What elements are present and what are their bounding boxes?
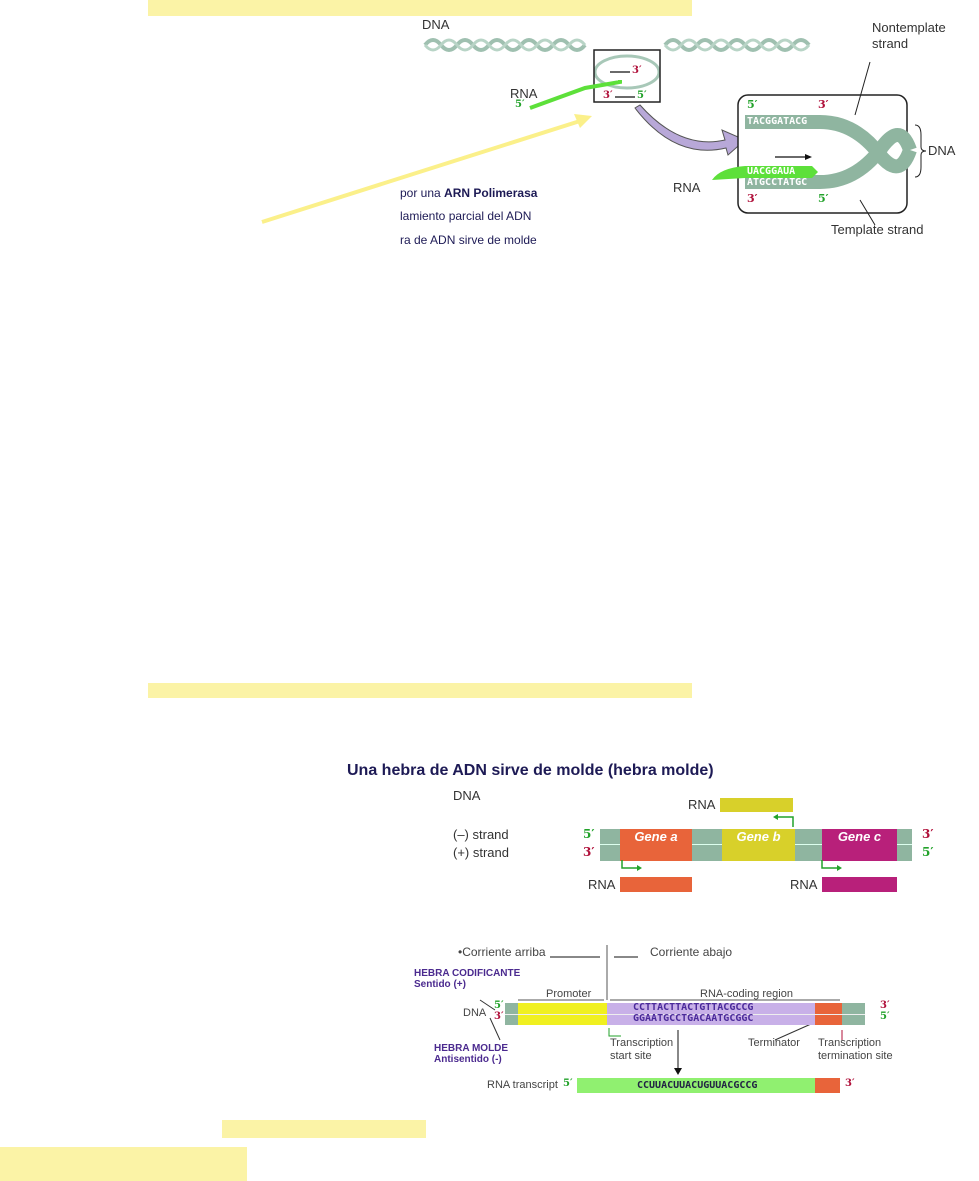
highlight-bar bbox=[148, 0, 692, 16]
five-prime-label: 5′ bbox=[747, 98, 758, 111]
dna-bar: Gene a Gene b Gene c bbox=[600, 828, 912, 861]
zoom-box bbox=[593, 49, 661, 103]
dna-brace-label: DNA bbox=[928, 143, 956, 158]
three-prime-label: 3′ bbox=[632, 65, 642, 76]
dna-label: DNA bbox=[422, 17, 450, 32]
coding-region-label: RNA-coding region bbox=[700, 988, 793, 1000]
curved-arrow bbox=[634, 104, 746, 156]
rna-gene-a bbox=[620, 877, 692, 892]
template-strand-label: Template strand bbox=[831, 222, 924, 237]
yellow-pointer-arrow bbox=[261, 119, 581, 224]
template-strand-label: HEBRA MOLDE bbox=[434, 1043, 509, 1054]
five-prime-label: 5′ bbox=[515, 99, 525, 110]
dna-bar bbox=[505, 1003, 865, 1025]
rna-label: RNA bbox=[688, 797, 716, 812]
coding-strand-label: HEBRA CODIFICANTE bbox=[414, 968, 521, 979]
three-prime-label: 3′ bbox=[922, 827, 934, 841]
rna-gene-c bbox=[822, 877, 897, 892]
five-prime-label: 5′ bbox=[583, 827, 595, 841]
dna-label: DNA bbox=[453, 788, 481, 803]
transcription-bubble-diagram bbox=[261, 38, 927, 226]
highlight-bar bbox=[222, 1120, 426, 1138]
promoter-label: Promoter bbox=[546, 988, 592, 1000]
gene-c: Gene c bbox=[822, 829, 897, 861]
rna-label: RNA bbox=[588, 877, 616, 892]
three-prime-label: 3′ bbox=[818, 98, 829, 111]
slide-text-line: por una ARN Polimerasa bbox=[400, 186, 538, 200]
three-prime-label: 3′ bbox=[583, 845, 595, 859]
highlight-bar bbox=[0, 1147, 247, 1181]
five-prime-label: 5′ bbox=[818, 192, 829, 205]
termination-site-label: termination site bbox=[818, 1050, 893, 1062]
five-prime-label: 5′ bbox=[563, 1078, 573, 1089]
slide-text-line: ra de ADN sirve de molde bbox=[400, 233, 537, 247]
plus-strand-label: (+) strand bbox=[453, 845, 509, 860]
five-prime-label: 5′ bbox=[880, 1011, 890, 1022]
three-prime-label: 3′ bbox=[747, 192, 758, 205]
template-sequence: GGAATGCCTGACAATGCGGC bbox=[633, 1013, 754, 1024]
template-sense-label: Antisentido (-) bbox=[434, 1054, 502, 1065]
rna-label: RNA bbox=[790, 877, 818, 892]
termination-site-label: Transcription bbox=[818, 1037, 882, 1049]
three-prime-label: 3′ bbox=[880, 1000, 890, 1011]
rna-label: RNA bbox=[510, 86, 538, 101]
upstream-label: •Corriente arriba bbox=[458, 945, 546, 959]
gene-b: Gene b bbox=[722, 829, 795, 861]
slide-text-line: lamiento parcial del ADN bbox=[400, 209, 532, 223]
coding-sense-label: Sentido (+) bbox=[414, 979, 466, 990]
start-site-label: start site bbox=[610, 1050, 652, 1062]
three-prime-label: 3′ bbox=[845, 1078, 855, 1089]
rna-gene-b bbox=[720, 798, 793, 812]
dna-label: DNA bbox=[463, 1007, 487, 1019]
nontemplate-strand-label: Nontemplate strand bbox=[872, 20, 946, 51]
rna-terminator-bar bbox=[815, 1078, 840, 1093]
five-prime-label: 5′ bbox=[922, 845, 934, 859]
rna-transcript-label: RNA transcript bbox=[487, 1079, 558, 1091]
gene-a: Gene a bbox=[620, 829, 692, 861]
coding-sequence: CCTTACTTACTGTTACGCCG bbox=[633, 1002, 754, 1013]
five-prime-label: 5′ bbox=[637, 90, 647, 101]
five-prime-label: 5′ bbox=[494, 1000, 504, 1011]
template-sequence: ATGCCTATGC bbox=[747, 177, 808, 188]
rna-sequence: CCUUACUUACUGUUACGCCG bbox=[637, 1080, 758, 1091]
nontemplate-sequence: TACGGATACG bbox=[747, 116, 808, 127]
rna-transcript-bar bbox=[577, 1078, 815, 1093]
rna-sequence: UACGGAUA bbox=[747, 166, 796, 177]
three-prime-label: 3′ bbox=[603, 90, 613, 101]
downstream-label: Corriente abajo bbox=[650, 945, 733, 959]
slide-title: Una hebra de ADN sirve de molde (hebra m… bbox=[347, 762, 714, 779]
rna-label: RNA bbox=[673, 180, 701, 195]
three-prime-label: 3′ bbox=[494, 1011, 504, 1022]
rna-strand bbox=[529, 80, 622, 110]
terminator-label: Terminator bbox=[748, 1037, 800, 1049]
highlight-bar bbox=[148, 683, 692, 698]
minus-strand-label: (–) strand bbox=[453, 827, 509, 842]
start-site-label: Transcription bbox=[610, 1037, 674, 1049]
